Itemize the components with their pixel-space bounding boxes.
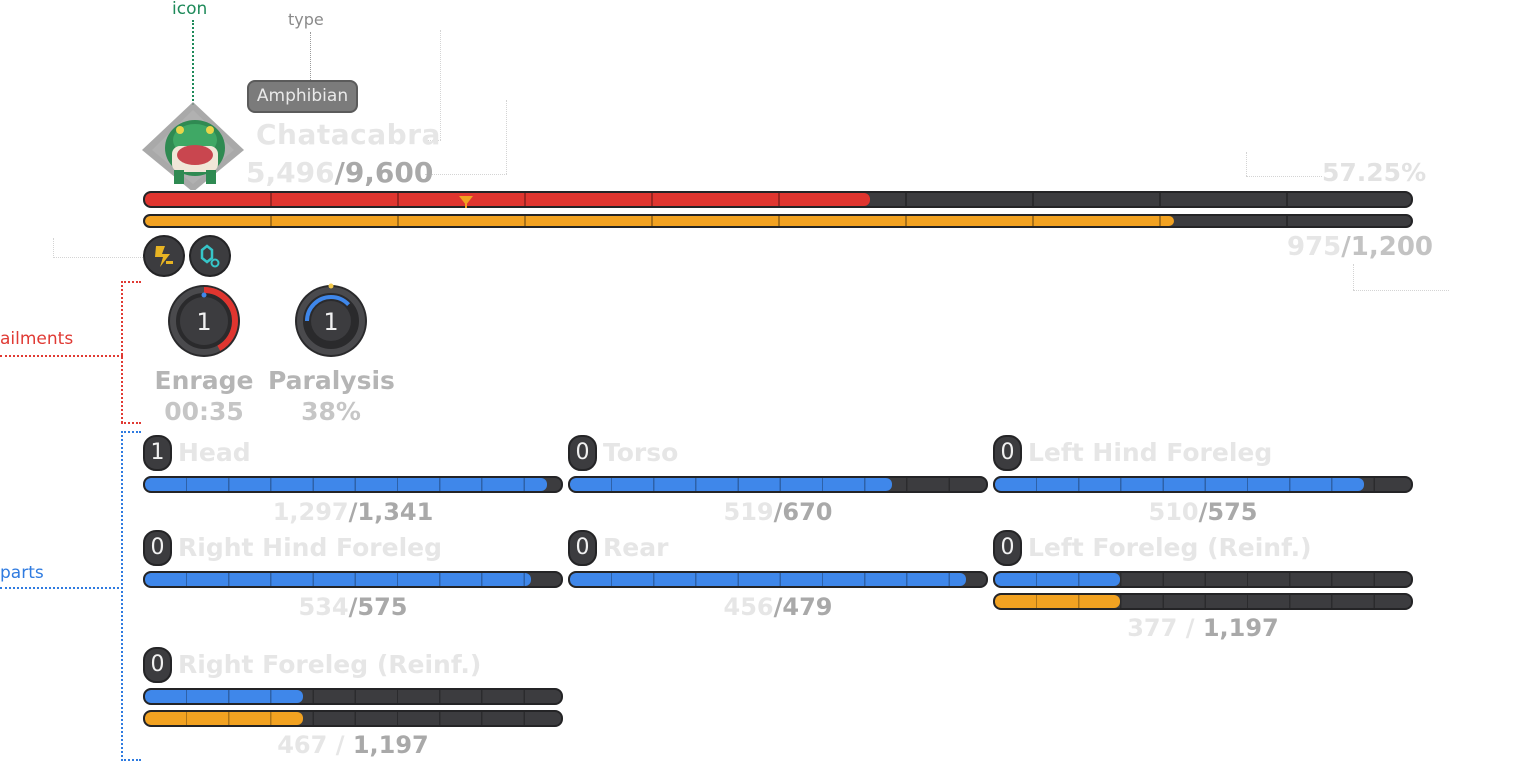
part-break-count: 0 [568, 435, 597, 471]
monster-hp-fill [145, 193, 870, 206]
annotation-type-line [310, 32, 311, 82]
part-hp-text-right-foreleg-reinf: 467 / 1,197 [277, 731, 429, 759]
part-hp-text-left-hind-foreleg: 510/575 [1148, 498, 1258, 526]
annotation-ailments-top [121, 281, 141, 283]
part-hp-text-head: 1,297/1,341 [272, 498, 434, 526]
annotation-ailments-bottom [121, 422, 141, 424]
part-name-right-hind-foreleg: Right Hind Foreleg [178, 533, 443, 562]
annotation-ailments-label: ailments [0, 329, 74, 349]
part-hp-bar-head [143, 476, 563, 493]
guide-status-v [53, 238, 54, 258]
enrage-ring: 1 [166, 283, 242, 359]
annotation-ailments-hline [0, 355, 123, 357]
enrage-label: Enrage [154, 366, 254, 395]
part-name-rear: Rear [603, 533, 669, 562]
annotation-icon-label: icon [172, 0, 208, 19]
guide-pct-v [1246, 152, 1247, 176]
part-name-right-foreleg-reinf: Right Foreleg (Reinf.) [178, 650, 482, 679]
guide-pct-h [1246, 176, 1322, 177]
guide-stam-h [1353, 290, 1449, 291]
monster-hp-current: 5,496 [246, 156, 335, 189]
part-break-count: 0 [143, 530, 172, 566]
part-break-count: 0 [143, 647, 172, 683]
guide-status-h [53, 257, 143, 258]
paralysis-value: 38% [301, 397, 361, 426]
monster-stamina-text: 975/1,200 [1287, 232, 1434, 262]
lightning-status-icon [143, 235, 185, 277]
monster-type-badge: Amphibian [247, 80, 358, 113]
annotation-type-label: type [288, 10, 324, 29]
paralysis-count: 1 [323, 308, 338, 336]
part-name-torso: Torso [603, 438, 679, 467]
monster-stamina-current: 975 [1287, 232, 1342, 262]
guide-stam-v [1353, 264, 1354, 290]
part-hp-text-right-hind-foreleg: 534/575 [298, 593, 408, 621]
monster-hp-text: 5,496/9,600 [246, 156, 434, 189]
part-break-count: 0 [568, 530, 597, 566]
part-hp-bar-right-foreleg-reinf [143, 688, 563, 705]
annotation-parts-bracket [121, 431, 123, 761]
crystal-status-icon [189, 235, 231, 277]
monster-name: Chatacabra [256, 118, 441, 151]
part-hp-text-rear: 456/479 [723, 593, 833, 621]
annotation-parts-top [121, 431, 141, 433]
part-name-left-hind-foreleg: Left Hind Foreleg [1028, 438, 1273, 467]
monster-hp-bar [143, 191, 1413, 208]
guide-name-h [425, 140, 441, 141]
annotation-icon-line [192, 20, 194, 105]
part-reinforced-bar-right-foreleg [143, 710, 563, 727]
part-hp-bar-torso [568, 476, 988, 493]
part-hp-bar-right-hind-foreleg [143, 571, 563, 588]
part-name-left-foreleg-reinf: Left Foreleg (Reinf.) [1028, 533, 1312, 562]
monster-stamina-max: 1,200 [1350, 232, 1434, 262]
paralysis-label: Paralysis [268, 366, 395, 395]
monster-icon [140, 100, 246, 192]
guide-hp-h [425, 174, 507, 175]
part-name-head: Head [178, 438, 251, 467]
annotation-parts-label: parts [0, 563, 44, 583]
annotation-parts-hline [0, 587, 123, 589]
monster-hp-max: 9,600 [344, 156, 434, 189]
paralysis-ring: 1 [293, 283, 369, 359]
part-hp-bar-rear [568, 571, 988, 588]
part-break-count: 0 [993, 530, 1022, 566]
enrage-timer: 00:35 [164, 397, 244, 426]
part-hp-text-torso: 519/670 [723, 498, 833, 526]
guide-hp-v [506, 100, 507, 174]
annotation-ailments-bracket [121, 281, 123, 423]
part-hp-bar-left-hind-foreleg [993, 476, 1413, 493]
enrage-count: 1 [196, 308, 211, 336]
part-break-count: 1 [143, 435, 172, 471]
monster-hp-percent: 57.25% [1322, 158, 1427, 187]
part-hp-bar-left-foreleg-reinf [993, 571, 1413, 588]
annotation-parts-bottom [121, 759, 141, 761]
part-break-count: 0 [993, 435, 1022, 471]
part-hp-text-left-foreleg-reinf: 377 / 1,197 [1127, 614, 1279, 642]
guide-name-v [440, 30, 441, 140]
hp-threshold-marker [459, 193, 473, 208]
part-reinforced-bar-left-foreleg [993, 593, 1413, 610]
monster-stamina-fill [145, 216, 1174, 226]
monster-stamina-bar [143, 214, 1413, 228]
